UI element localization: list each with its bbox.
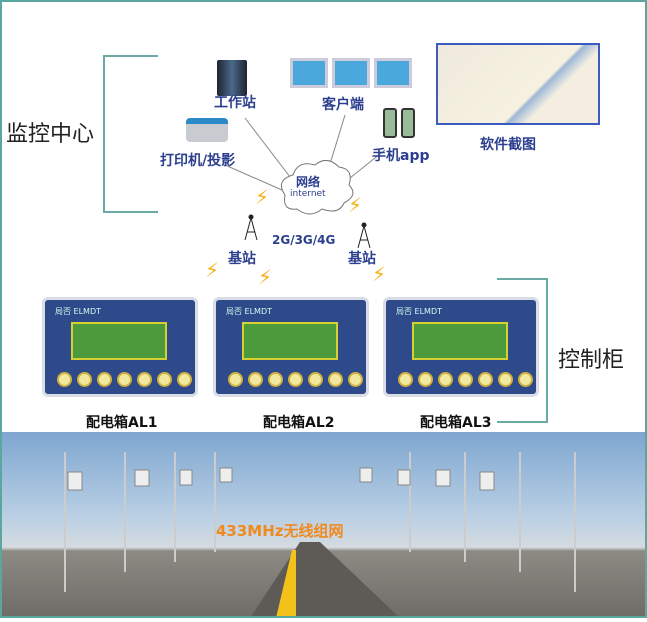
clients-label: 客户端 bbox=[322, 97, 364, 113]
network-lines bbox=[224, 114, 386, 249]
distribution-panel: 局否 ELMDT bbox=[383, 297, 539, 397]
street-lights bbox=[64, 452, 576, 618]
lightning-icon: ⚡ bbox=[372, 262, 387, 286]
client-pcs-icon bbox=[290, 58, 412, 88]
internet-label: internet bbox=[290, 189, 326, 199]
lightning-icon: ⚡ bbox=[258, 265, 273, 289]
software-screenshot bbox=[436, 43, 600, 125]
workstation-label: 工作站 bbox=[214, 95, 256, 111]
base-station-right-label: 基站 bbox=[348, 251, 376, 267]
network-label: 网络 bbox=[296, 175, 321, 189]
monitor-bracket bbox=[103, 55, 158, 213]
printer-label: 打印机/投影 bbox=[160, 153, 236, 169]
control-cabinet-title: 控制柜 bbox=[558, 348, 625, 373]
antenna-icon bbox=[244, 214, 258, 241]
phone-label: 手机app bbox=[372, 148, 430, 164]
box-label-al3: 配电箱AL3 bbox=[420, 415, 492, 431]
wireless-network-label: 433MHz无线组网 bbox=[216, 522, 344, 540]
printer-icon bbox=[186, 118, 228, 142]
monitor-center-title: 监控中心 bbox=[6, 122, 95, 147]
box-label-al1: 配电箱AL1 bbox=[86, 415, 158, 431]
lightning-icon: ⚡ bbox=[255, 185, 270, 209]
control-bracket bbox=[497, 278, 548, 423]
distribution-panel: 局否 ELMDT bbox=[213, 297, 369, 397]
phone-icon bbox=[383, 108, 415, 138]
box-label-al2: 配电箱AL2 bbox=[263, 415, 335, 431]
street-light-photo: 433MHz无线组网 bbox=[0, 432, 647, 618]
distribution-panel: 局否 ELMDT bbox=[42, 297, 198, 397]
base-station-left-label: 基站 bbox=[228, 251, 256, 267]
lightning-icon: ⚡ bbox=[205, 258, 220, 282]
lightning-icon: ⚡ bbox=[348, 193, 363, 217]
antenna-icon bbox=[357, 222, 371, 249]
band-label: 2G/3G/4G bbox=[272, 233, 336, 247]
screenshot-label: 软件截图 bbox=[480, 137, 536, 153]
server-icon bbox=[217, 60, 247, 96]
cloud-icon bbox=[280, 160, 354, 215]
